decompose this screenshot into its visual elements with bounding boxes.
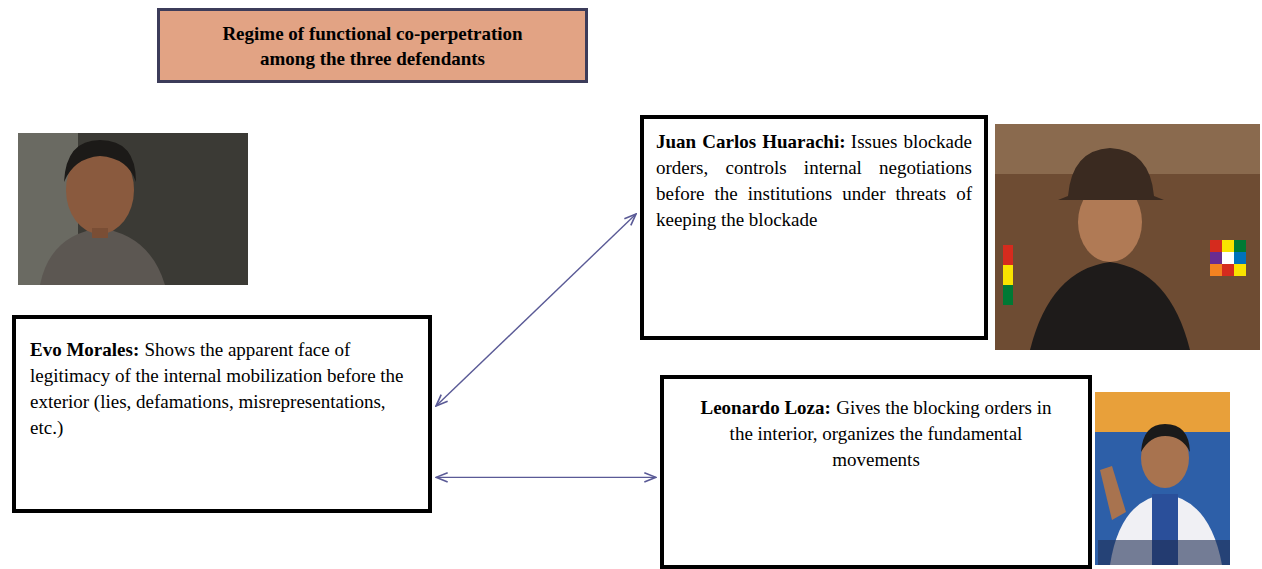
person-name: Juan Carlos Huarachi: [656, 131, 846, 152]
portrait-photo [18, 133, 248, 285]
portrait-photo [995, 124, 1260, 350]
role-box: Leonardo Loza:Gives the blocking orders … [660, 375, 1092, 569]
person-name: Leonardo Loza: [701, 397, 831, 418]
title-box: Regime of functional co-perpetration amo… [157, 8, 588, 83]
diagram-title: Regime of functional co-perpetration amo… [200, 21, 545, 71]
person-name: Evo Morales: [30, 339, 139, 360]
double-arrow [436, 477, 656, 478]
portrait-photo [1095, 392, 1230, 565]
double-arrow [436, 214, 636, 406]
role-box: Evo Morales:Shows the apparent face of l… [12, 315, 432, 513]
role-box: Juan Carlos Huarachi:Issues blockade ord… [640, 115, 988, 340]
